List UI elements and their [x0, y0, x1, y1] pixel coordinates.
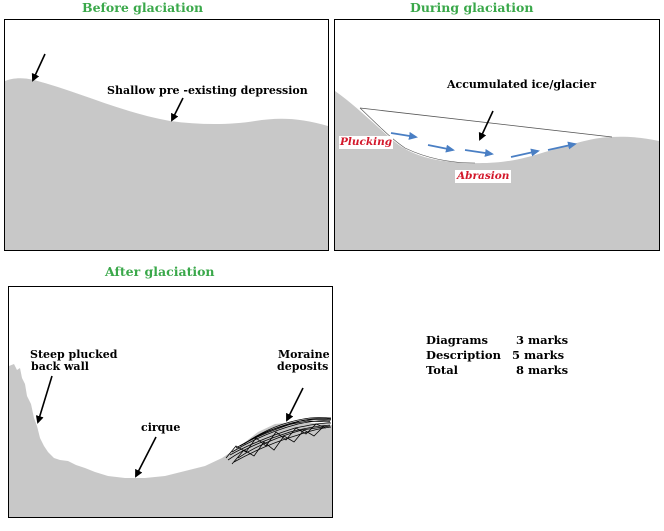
arrow-moraine — [286, 387, 304, 422]
arrow-backwall — [35, 375, 53, 424]
label-glacier: Accumulated ice/glacier — [447, 78, 597, 91]
title-before-glaciation: Before glaciation — [82, 0, 204, 15]
label-moraine-line2: deposits — [277, 360, 329, 373]
label-backwall-line1: Steep plucked — [30, 348, 118, 361]
ground-after — [9, 364, 332, 517]
marks-label: Diagrams — [426, 333, 488, 347]
flow-arrow-3 — [464, 149, 494, 157]
flow-arrow-2 — [427, 144, 455, 153]
label-depression: Shallow pre -existing depression — [107, 84, 308, 97]
label-backwall-line2: back wall — [31, 360, 89, 373]
marks-label: Description — [426, 348, 501, 362]
arrow-cirque — [135, 436, 157, 478]
marks-table: Diagrams 3 marks Description 5 marks Tot… — [426, 333, 568, 378]
marks-value: 3 marks — [516, 333, 569, 347]
label-plucking: Plucking — [339, 136, 394, 149]
marks-row: Total 8 marks — [426, 363, 568, 378]
flow-arrow-1 — [390, 131, 418, 140]
moraine-deposits-scribble — [225, 417, 332, 465]
marks-row: Diagrams 3 marks — [426, 333, 568, 348]
flow-arrow-4 — [510, 148, 540, 158]
label-moraine-line1: Moraine — [278, 348, 330, 361]
marks-label: Total — [426, 363, 459, 377]
arrow-glacier — [478, 110, 494, 141]
flow-arrow-5 — [547, 141, 577, 151]
marks-value: 5 marks — [512, 348, 565, 362]
marks-row: Description 5 marks — [426, 348, 568, 363]
title-during-glaciation: During glaciation — [410, 0, 534, 15]
marks-value: 8 marks — [516, 363, 569, 377]
arrow-depression — [171, 97, 184, 122]
label-abrasion: Abrasion — [455, 170, 512, 183]
glacier-outline — [359, 107, 613, 138]
label-cirque: cirque — [141, 421, 181, 434]
glacier-body-outline — [359, 107, 476, 164]
ground-before — [5, 78, 328, 250]
title-after-glaciation: After glaciation — [105, 264, 215, 279]
arrow-top-before — [31, 53, 46, 82]
